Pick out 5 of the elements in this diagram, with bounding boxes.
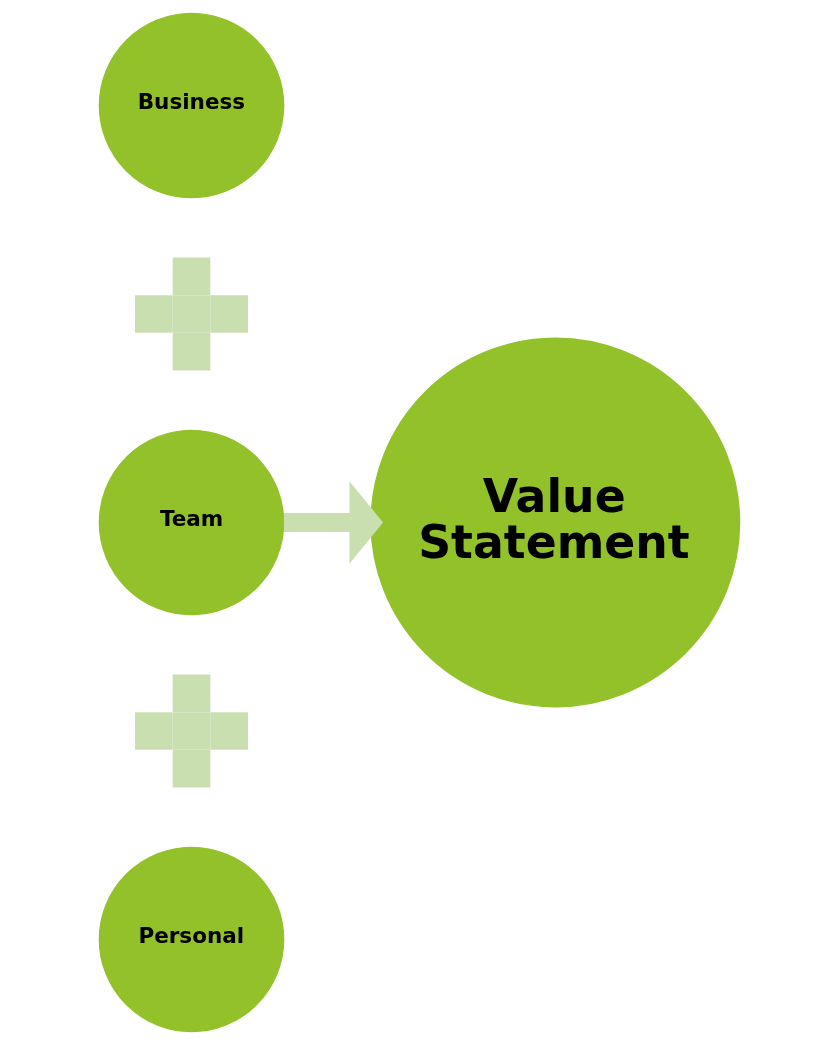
node-circle: Value Statement (369, 337, 740, 708)
node-circle: Team (98, 429, 284, 616)
arrow (283, 481, 383, 564)
node-circle: Business (98, 12, 284, 199)
node-circle: Personal (98, 846, 284, 1033)
